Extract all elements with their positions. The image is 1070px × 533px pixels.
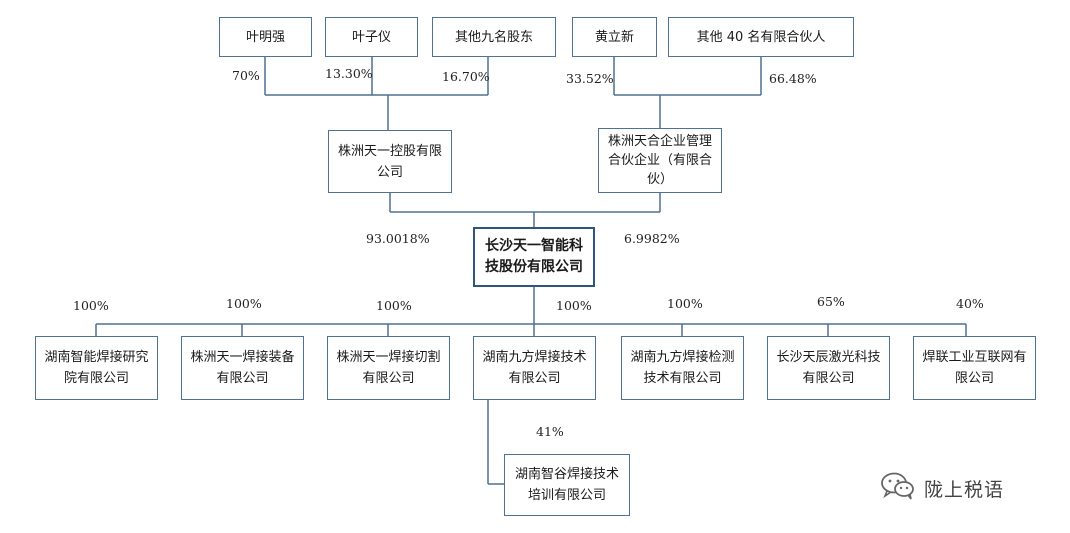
pct-ye-ziyi: 13.30% (325, 66, 373, 81)
pct-holding: 93.0018% (366, 231, 430, 246)
shareholder-ye-mingqiang: 叶明强 (219, 17, 312, 57)
pct-sub-1: 100% (226, 296, 262, 311)
shareholder-other-forty-partners: 其他 40 名有限合伙人 (668, 17, 854, 57)
shareholder-huang-lixin: 黄立新 (572, 17, 657, 57)
entity-hunan-jiufang-welding: 湖南九方焊接技术有限公司 (473, 336, 596, 400)
entity-hanlian-industrial-internet: 焊联工业互联网有限公司 (913, 336, 1036, 400)
entity-changsha-tianyi-main: 长沙天一智能科技股份有限公司 (473, 227, 595, 287)
entity-zhuzhou-tianhe-partnership: 株洲天合企业管理合伙企业（有限合伙） (598, 128, 722, 193)
entity-zhuzhou-tianyi-holding: 株洲天一控股有限公司 (328, 130, 452, 193)
pct-other-forty: 66.48% (769, 71, 817, 86)
shareholder-other-nine: 其他九名股东 (432, 17, 556, 57)
pct-huang-lixin: 33.52% (566, 71, 614, 86)
watermark-text: 陇上税语 (924, 478, 1005, 501)
pct-sub-2: 100% (376, 298, 412, 313)
wechat-icon (880, 471, 916, 505)
pct-sub-0: 100% (73, 298, 109, 313)
shareholder-ye-ziyi: 叶子仪 (325, 17, 418, 57)
pct-sub-4: 100% (667, 296, 703, 311)
entity-zhuzhou-welding-equipment: 株洲天一焊接装备有限公司 (181, 336, 304, 400)
pct-other-nine: 16.70% (442, 69, 490, 84)
entity-changsha-tianchen-laser: 长沙天辰激光科技有限公司 (767, 336, 890, 400)
pct-training: 41% (536, 424, 564, 439)
pct-partnership: 6.9982% (624, 231, 680, 246)
pct-sub-5: 65% (817, 294, 845, 309)
pct-sub-6: 40% (956, 296, 984, 311)
pct-ye-mingqiang: 70% (232, 68, 260, 83)
pct-sub-3: 100% (556, 298, 592, 313)
entity-hunan-welding-research: 湖南智能焊接研究院有限公司 (35, 336, 158, 400)
entity-hunan-zhigu-training: 湖南智谷焊接技术培训有限公司 (504, 454, 630, 516)
watermark: 陇上税语 (880, 470, 1004, 506)
entity-hunan-jiufang-inspection: 湖南九方焊接检测技术有限公司 (621, 336, 744, 400)
entity-zhuzhou-welding-cutting: 株洲天一焊接切割有限公司 (327, 336, 450, 400)
